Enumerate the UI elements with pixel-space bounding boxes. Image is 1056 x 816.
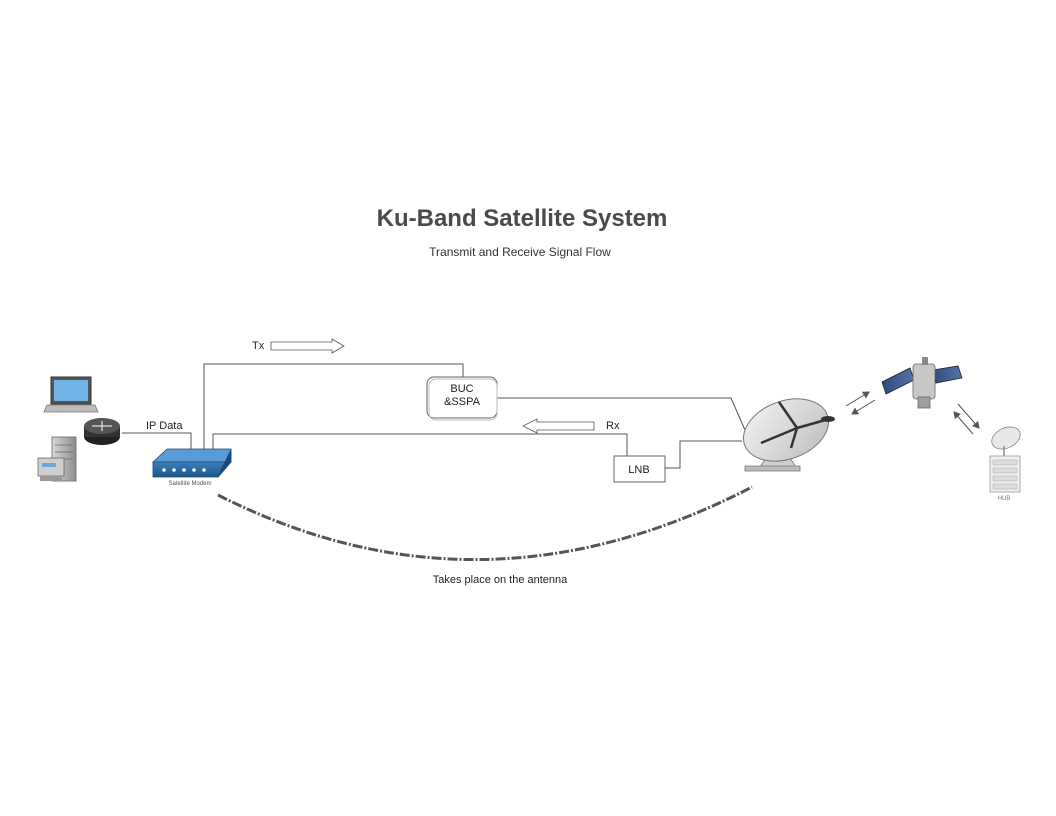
tx-arrow: Tx: [252, 338, 345, 354]
modem-label: Satellite Modem: [168, 481, 211, 487]
laptop-icon: [43, 376, 99, 413]
satellite-icon: [881, 357, 963, 409]
hub-label: HUB: [998, 496, 1011, 502]
lnb-label: LNB: [628, 464, 649, 476]
antenna-process-arc: [217, 485, 753, 562]
rx-label: Rx: [606, 420, 620, 432]
rx-arrow: Rx: [522, 418, 620, 434]
satellite-hub-arrows: [953, 403, 980, 435]
server-icon: [37, 436, 77, 482]
ip-data-label: IP Data: [146, 420, 183, 432]
buc-to-antenna-line: [497, 397, 746, 431]
tx-line: [203, 363, 464, 450]
rx-line: [212, 433, 628, 456]
connection-lines: [122, 363, 746, 469]
hub-station-icon: HUB: [989, 426, 1021, 502]
buc-label-line2: &SSPA: [444, 396, 481, 408]
page-subtitle: Transmit and Receive Signal Flow: [429, 245, 611, 259]
buc-sspa-box: BUC &SSPA: [426, 376, 498, 421]
tx-label: Tx: [252, 340, 265, 352]
buc-label-line1: BUC: [450, 383, 473, 395]
page-title: Ku-Band Satellite System: [376, 205, 668, 232]
satellite-modem-icon: Satellite Modem: [151, 448, 232, 487]
antenna-satellite-arrows: [845, 391, 876, 415]
lnb-box: LNB: [613, 455, 666, 483]
satellite-dish-icon: [742, 398, 835, 472]
antenna-note: Takes place on the antenna: [433, 574, 568, 586]
ip-data-line: [122, 432, 192, 450]
lnb-to-antenna-line: [665, 440, 742, 469]
router-icon: [84, 418, 120, 445]
